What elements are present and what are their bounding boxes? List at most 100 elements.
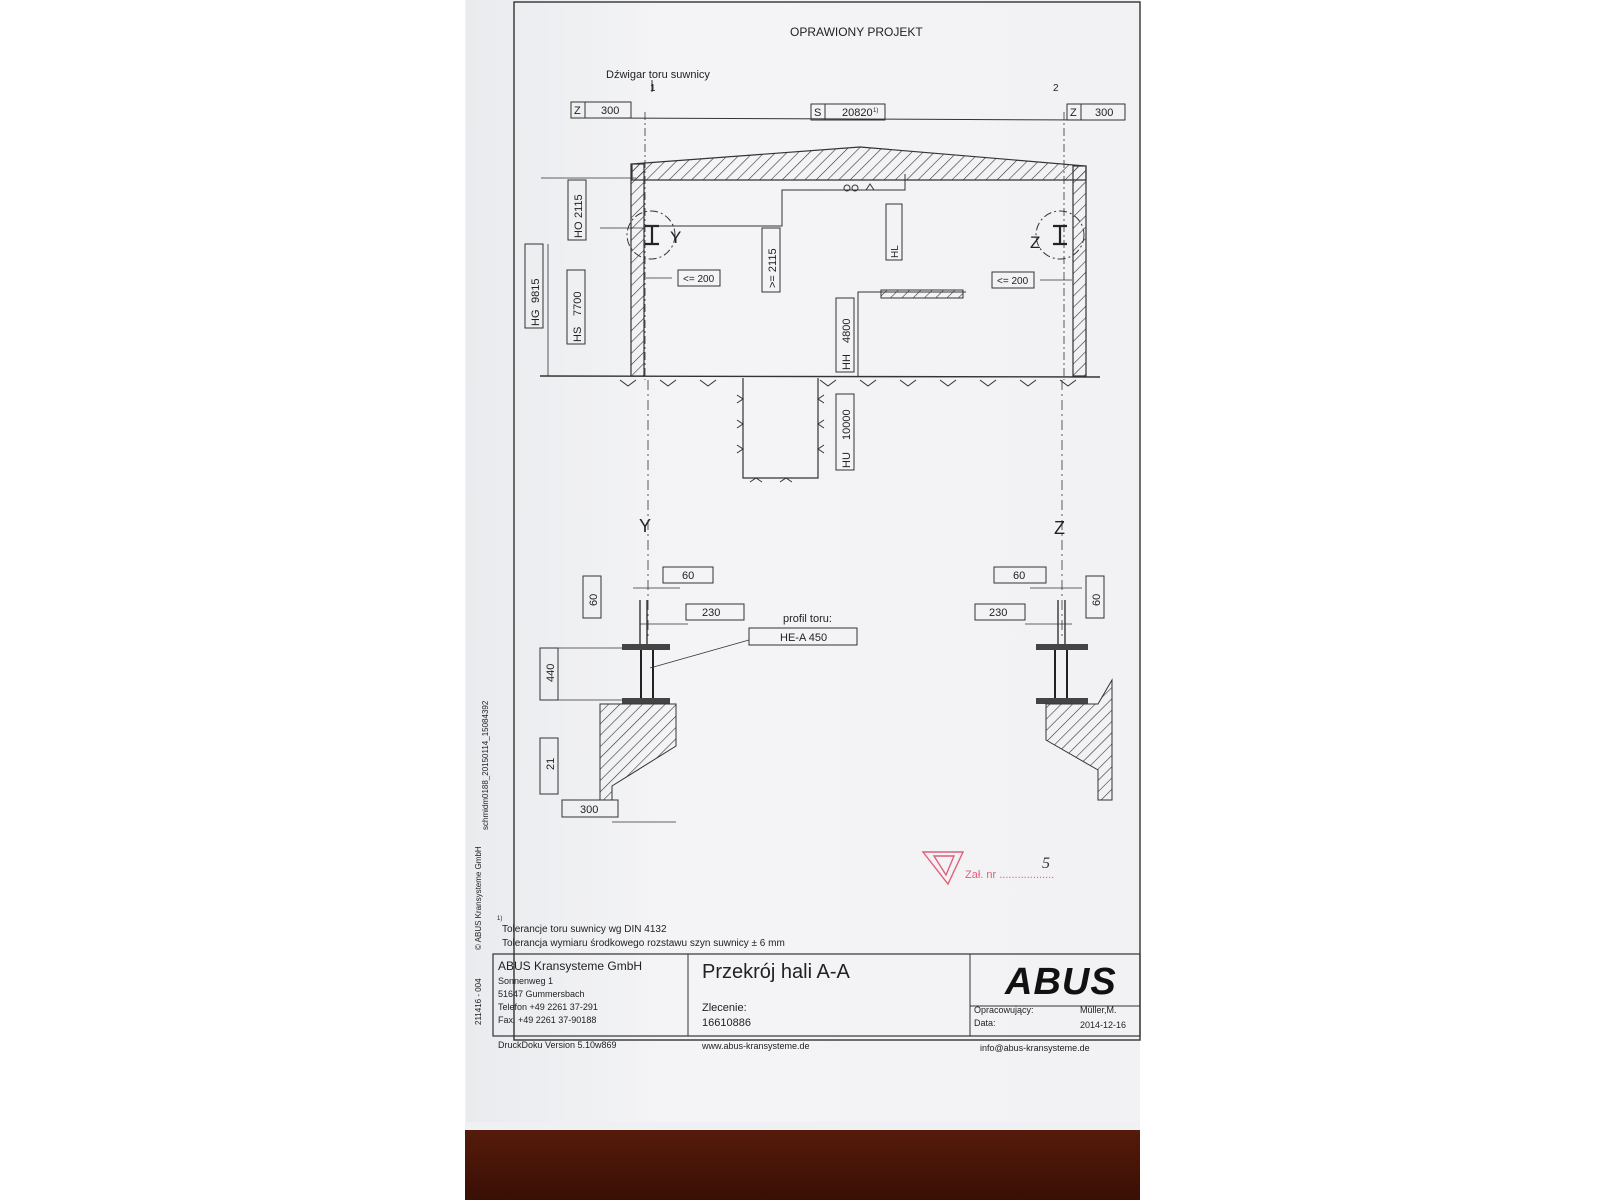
- date-value: 2014-12-16: [1080, 1020, 1126, 1030]
- section-label-z: Z: [1054, 518, 1065, 538]
- faint-header: OPRAWIONY PROJEKT: [790, 25, 923, 39]
- company-street: Sonnenweg 1: [498, 976, 553, 986]
- pit-outline: [742, 378, 819, 479]
- dim-box-s: [810, 103, 886, 121]
- dim-z-right-value: 300: [1095, 107, 1113, 119]
- author-name: Müller,M.: [1080, 1005, 1117, 1015]
- side-code: 211416 - 004: [474, 978, 483, 1025]
- order-number: 16610886: [702, 1017, 751, 1029]
- dim-hook-min: >= 2115: [767, 248, 779, 288]
- wooden-table-edge: [465, 1118, 1140, 1200]
- dim-box-clear-right: [991, 271, 1035, 289]
- dim-z-right-code: Z: [1070, 107, 1077, 119]
- detail-circle-z: [1035, 210, 1085, 260]
- dim-hu-code: HU: [841, 452, 853, 468]
- rail-flange-bottom-left: [622, 698, 670, 704]
- dim-box-hu: [835, 393, 855, 471]
- company-fax: Fax. +49 2261 37-90188: [498, 1015, 596, 1025]
- dim-left-60-side: 60: [588, 594, 600, 606]
- background-right: [1140, 0, 1600, 1200]
- right-wall: [1072, 165, 1087, 377]
- drawing-sheet: [466, 0, 1140, 1122]
- side-copyright: © ABUS Kransysteme GmbH: [474, 846, 483, 950]
- dim-box-left-230: [685, 603, 745, 621]
- rail-flange-bottom-right: [1036, 698, 1088, 704]
- drawing-title: Przekrój hali A-A: [702, 961, 850, 983]
- drawing-frame: [513, 1, 1141, 1041]
- dim-ho-code: HO: [573, 221, 585, 238]
- roof-section: [631, 146, 1087, 181]
- profile-box: [748, 627, 858, 646]
- dim-box-right-60-top: [993, 566, 1047, 584]
- dim-box-hs: [566, 269, 586, 345]
- stamp-number: 5: [1042, 855, 1050, 872]
- dim-box-hl: [885, 203, 903, 261]
- dim-hh-code: HH: [841, 354, 853, 370]
- dim-hg-value: 9815: [530, 279, 542, 303]
- profile-value: HE-A 450: [780, 632, 827, 644]
- dim-hg-code: HG: [530, 310, 542, 327]
- section-label-y: Y: [639, 516, 651, 536]
- dim-hs-code: HS: [572, 327, 584, 342]
- dim-left-300: 300: [580, 804, 598, 816]
- website: www.abus-kransysteme.de: [701, 1041, 810, 1051]
- dim-box-left-440: [539, 647, 559, 701]
- dim-box-left-60-side: [582, 575, 602, 619]
- side-file: schmidm0188_20150114_15084392: [481, 700, 490, 830]
- detail-label-z: Z: [1030, 233, 1040, 252]
- axis-2-label: 2: [1053, 83, 1059, 94]
- detail-label-y: Y: [670, 228, 681, 247]
- left-wall: [630, 163, 645, 377]
- company-phone: Telefon +49 2261 37-291: [498, 1002, 598, 1012]
- dim-left-21: 21: [545, 758, 557, 770]
- dim-hu-value: 10000: [841, 409, 853, 440]
- footnote-line1: Tolerancje toru suwnicy wg DIN 4132: [502, 924, 667, 935]
- dim-box-right-230: [974, 603, 1026, 621]
- dim-right-60-top: 60: [1013, 570, 1025, 582]
- dim-left-440: 440: [545, 664, 557, 682]
- version-text: DruckDoku Version 5.10w869: [498, 1040, 617, 1050]
- footnote-marker: 1): [497, 916, 502, 922]
- date-label: Data:: [974, 1018, 996, 1028]
- profile-label: profil toru:: [783, 613, 832, 625]
- dim-ho-value: 2115: [573, 194, 585, 218]
- rail-flange-top-right: [1036, 644, 1088, 650]
- dim-clear-left: <= 200: [683, 274, 715, 285]
- dim-box-hh: [835, 297, 855, 373]
- dim-box-clear-left: [677, 269, 721, 287]
- axis-1-label: 1: [650, 83, 656, 94]
- dim-box-left-60-top: [662, 566, 714, 584]
- dim-box-hg: [524, 243, 544, 329]
- dim-box-right-60-side: [1085, 575, 1105, 619]
- dim-z-left-value: 300: [601, 105, 619, 117]
- order-label: Zlecenie:: [702, 1002, 747, 1014]
- footnote-line2: Tolerancja wymiaru środkowego rozstawu s…: [502, 938, 785, 949]
- dim-box-left-21: [539, 737, 559, 795]
- dim-s-value: 20820: [842, 107, 873, 119]
- dim-clear-right: <= 200: [997, 276, 1029, 287]
- stamp-text: Zał. nr ..................: [965, 869, 1054, 881]
- company-city: 51647 Gummersbach: [498, 989, 585, 999]
- dim-left-230: 230: [702, 607, 720, 619]
- company-name: ABUS Kransysteme GmbH: [498, 959, 642, 973]
- dim-box-left-300: [561, 799, 619, 818]
- dim-hh-value: 4800: [841, 319, 853, 343]
- dim-hs-value: 7700: [572, 292, 584, 316]
- corbel-right: [1045, 678, 1113, 801]
- approval-stamp: Zał. nr .................. 5: [921, 851, 1054, 886]
- background-left: [0, 0, 465, 1200]
- author-label: Opracowujący:: [974, 1005, 1034, 1015]
- dim-left-60-top: 60: [682, 570, 694, 582]
- dim-box-z-right: [1066, 103, 1126, 121]
- girder-label: Dźwigar toru suwnicy: [606, 69, 710, 81]
- rail-flange-top-left: [622, 644, 670, 650]
- email: info@abus-kransysteme.de: [980, 1043, 1090, 1053]
- abus-logo: ABUS: [1004, 961, 1117, 1003]
- dim-right-230: 230: [989, 607, 1007, 619]
- dim-z-left-code: Z: [574, 105, 581, 117]
- floor-line: [539, 375, 1101, 378]
- dim-hl-code: HL: [890, 245, 901, 258]
- dim-right-60-side: 60: [1091, 594, 1103, 606]
